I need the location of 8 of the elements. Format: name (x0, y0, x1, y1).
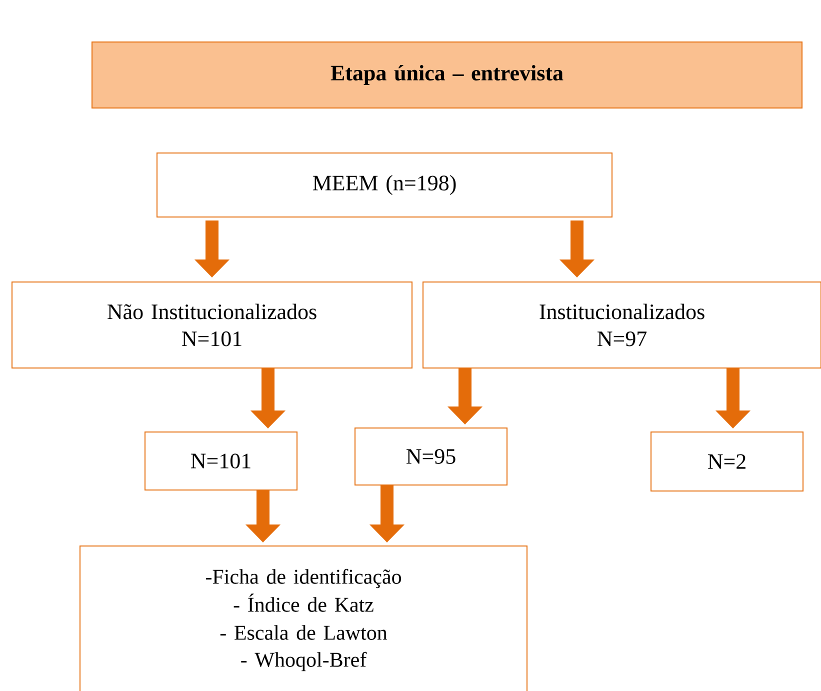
process-box: N=2 (650, 432, 804, 492)
process-box: N=95 (354, 428, 508, 486)
process-box: Não Institucionalizados N=101 (12, 282, 412, 368)
process-box: N=101 (144, 432, 298, 490)
title-box: Etapa única – entrevista (92, 42, 802, 108)
list-box: -Ficha de identificação - Índice de Katz - Escala de Lawton - Whoqol-Bref (80, 546, 528, 691)
process-box: Institucionalizados N=97 (422, 282, 821, 368)
process-box: MEEM (n=198) (156, 152, 612, 218)
